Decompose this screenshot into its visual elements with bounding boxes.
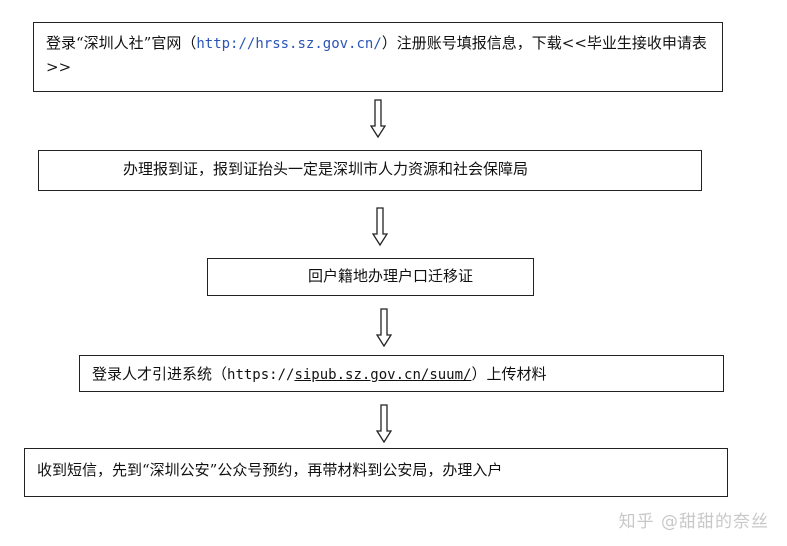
step-1-box: 登录“深圳人社”官网（http://hrss.sz.gov.cn/）注册账号填报… <box>33 22 723 92</box>
step-4-text-after: ）上传材料 <box>471 365 547 383</box>
down-arrow-icon <box>376 404 392 444</box>
down-arrow-icon <box>370 99 386 139</box>
step-4-link-prefix[interactable]: https:// <box>227 367 295 383</box>
watermark: 知乎 @甜甜的奈丝 <box>618 512 769 532</box>
step-1-text-before: 登录“深圳人社”官网（ <box>46 34 197 52</box>
step-5-text: 收到短信，先到“深圳公安”公众号预约，再带材料到公安局，办理入户 <box>37 461 503 479</box>
step-2-text: 办理报到证，报到证抬头一定是深圳市人力资源和社会保障局 <box>123 160 529 178</box>
down-arrow-icon <box>372 207 388 247</box>
step-2-box: 办理报到证，报到证抬头一定是深圳市人力资源和社会保障局 <box>38 150 702 191</box>
step-3-box: 回户籍地办理户口迁移证 <box>207 258 534 296</box>
step-3-text: 回户籍地办理户口迁移证 <box>308 267 474 285</box>
step-1-link[interactable]: http://hrss.sz.gov.cn/ <box>196 36 382 52</box>
step-4-link[interactable]: sipub.sz.gov.cn/suum/ <box>294 367 472 383</box>
step-4-box: 登录人才引进系统（https://sipub.sz.gov.cn/suum/）上… <box>79 355 724 392</box>
step-4-text-before: 登录人才引进系统（ <box>92 365 228 383</box>
down-arrow-icon <box>376 308 392 348</box>
step-5-box: 收到短信，先到“深圳公安”公众号预约，再带材料到公安局，办理入户 <box>24 448 728 497</box>
step-1-text-after: ）注册账号填报信息，下载<<毕业生接收申请表>> <box>46 34 707 76</box>
